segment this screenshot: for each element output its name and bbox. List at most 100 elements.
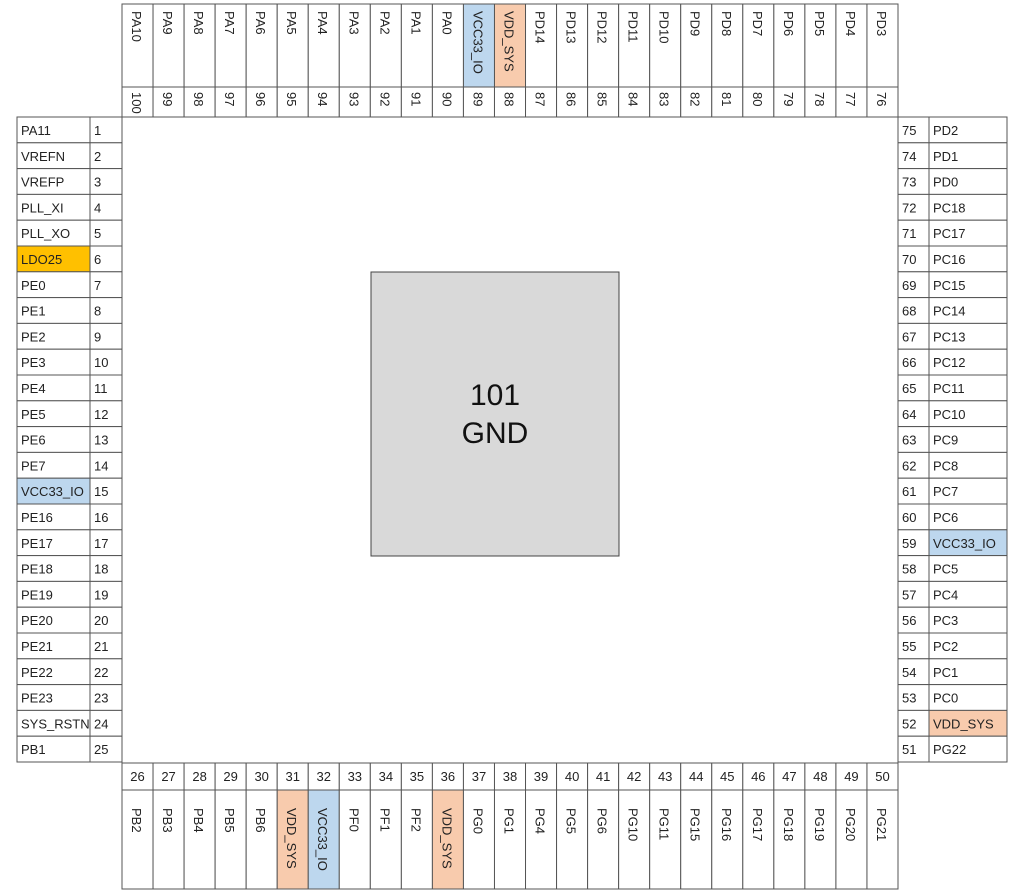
pin-number-label: 46 — [751, 769, 765, 784]
pin-cell-number — [773, 86, 806, 118]
pin-name-label: PC15 — [933, 278, 966, 293]
pin-cell-number — [121, 762, 154, 791]
pin-cell-number — [897, 580, 930, 608]
pin-cell-number — [89, 219, 123, 247]
pin-cell-name — [121, 3, 154, 88]
pin-cell-name — [16, 374, 91, 402]
pin-number-label: 82 — [688, 92, 703, 106]
pin-name-label: PA1 — [408, 11, 423, 35]
pin-number-label: 90 — [439, 92, 454, 106]
pin-number-label: 65 — [902, 381, 916, 396]
pin-number-label: 73 — [902, 175, 916, 190]
pin-number-label: 40 — [565, 769, 579, 784]
center-pad-number: 101 — [470, 379, 520, 412]
pin-name-label: PC3 — [933, 613, 958, 628]
pin-number-label: 47 — [782, 769, 796, 784]
pin-number-label: 98 — [191, 92, 206, 106]
pin-name-label: PD6 — [781, 11, 796, 36]
pin-cell-number — [866, 86, 899, 118]
pin-number-label: 21 — [94, 639, 108, 654]
pin-name-label: VREFP — [21, 175, 64, 190]
pin-cell-name — [587, 789, 620, 890]
pin-number-label: 3 — [94, 175, 101, 190]
pin-number-label: 48 — [813, 769, 827, 784]
pin-number-label: 26 — [130, 769, 144, 784]
pin-cell-name — [928, 322, 1008, 350]
pin-cell-name — [152, 789, 185, 890]
pin-number-label: 36 — [441, 769, 455, 784]
pin-number-label: 4 — [94, 200, 101, 215]
pin-cell-number — [897, 632, 930, 660]
pin-number-label: 91 — [408, 92, 423, 106]
pin-cell-name — [16, 658, 91, 686]
center-pad-name: GND — [462, 417, 529, 450]
pin-number-label: 84 — [626, 92, 641, 106]
pin-name-label: PC7 — [933, 484, 958, 499]
pin-name-label: PC5 — [933, 562, 958, 577]
pin-number-label: 16 — [94, 510, 108, 525]
pin-cell-name — [928, 451, 1008, 479]
pin-cell-number — [462, 86, 495, 118]
pin-number-label: 76 — [874, 92, 889, 106]
pin-cell-name — [866, 3, 899, 88]
pin-cell-name — [928, 555, 1008, 582]
pin-name-label: PG6 — [595, 808, 610, 834]
pin-cell-name — [711, 789, 744, 890]
pin-cell-name — [804, 3, 837, 88]
pin-number-label: 86 — [564, 92, 579, 106]
pin-cell-name — [16, 632, 91, 660]
pin-cell-name — [431, 3, 464, 88]
pin-cell-number — [400, 86, 433, 118]
pin-name-label: PA10 — [129, 11, 144, 42]
pin-number-label: 41 — [596, 769, 610, 784]
pin-number-label: 27 — [161, 769, 175, 784]
pin-number-label: 88 — [501, 92, 516, 106]
pin-name-label: PD1 — [933, 149, 958, 164]
pin-number-label: 78 — [812, 92, 827, 106]
pin-cell-name — [493, 3, 527, 88]
pin-cell-number — [897, 735, 930, 763]
pin-name-label: PB3 — [160, 808, 175, 833]
pin-cell-number — [556, 762, 589, 791]
pin-name-label: PB5 — [222, 808, 237, 833]
pin-cell-number — [897, 426, 930, 453]
pin-cell-name — [369, 789, 402, 890]
pin-number-label: 1 — [94, 123, 101, 138]
pin-cell-number — [89, 142, 123, 170]
pin-cell-number — [369, 762, 402, 791]
pin-cell-name — [183, 789, 216, 890]
pin-number-label: 66 — [902, 355, 916, 370]
pin-name-label: PE0 — [21, 278, 46, 293]
pin-name-label: PC13 — [933, 329, 966, 344]
pin-number-label: 99 — [160, 92, 175, 106]
pin-number-label: 67 — [902, 329, 916, 344]
pin-name-label: PF1 — [377, 808, 392, 832]
pin-cell-number — [587, 86, 620, 118]
pin-number-label: 49 — [844, 769, 858, 784]
pin-cell-name — [16, 503, 91, 531]
pin-cell-name — [928, 606, 1008, 634]
pin-number-label: 81 — [719, 92, 734, 106]
pin-name-label: PC16 — [933, 252, 966, 267]
pin-number-label: 58 — [902, 562, 916, 577]
pin-cell-number — [89, 374, 123, 402]
pin-cell-name — [338, 789, 371, 890]
pin-cell-name — [276, 789, 309, 890]
pin-cell-number — [214, 762, 247, 791]
pin-cell-name — [556, 789, 589, 890]
pin-number-label: 56 — [902, 613, 916, 628]
pin-cell-number — [121, 86, 154, 118]
pin-number-label: 51 — [902, 742, 916, 757]
pin-cell-number — [89, 529, 123, 557]
pin-number-label: 20 — [94, 613, 108, 628]
pin-cell-number — [618, 86, 651, 118]
pin-cell-number — [897, 245, 930, 273]
pin-name-label: PB1 — [21, 742, 46, 757]
pin-name-label: PD10 — [657, 11, 672, 44]
pin-cell-name — [493, 789, 527, 890]
pin-cell-name — [245, 789, 278, 890]
pin-number-label: 19 — [94, 587, 108, 602]
pin-number-label: 69 — [902, 278, 916, 293]
pin-cell-name — [214, 3, 247, 88]
